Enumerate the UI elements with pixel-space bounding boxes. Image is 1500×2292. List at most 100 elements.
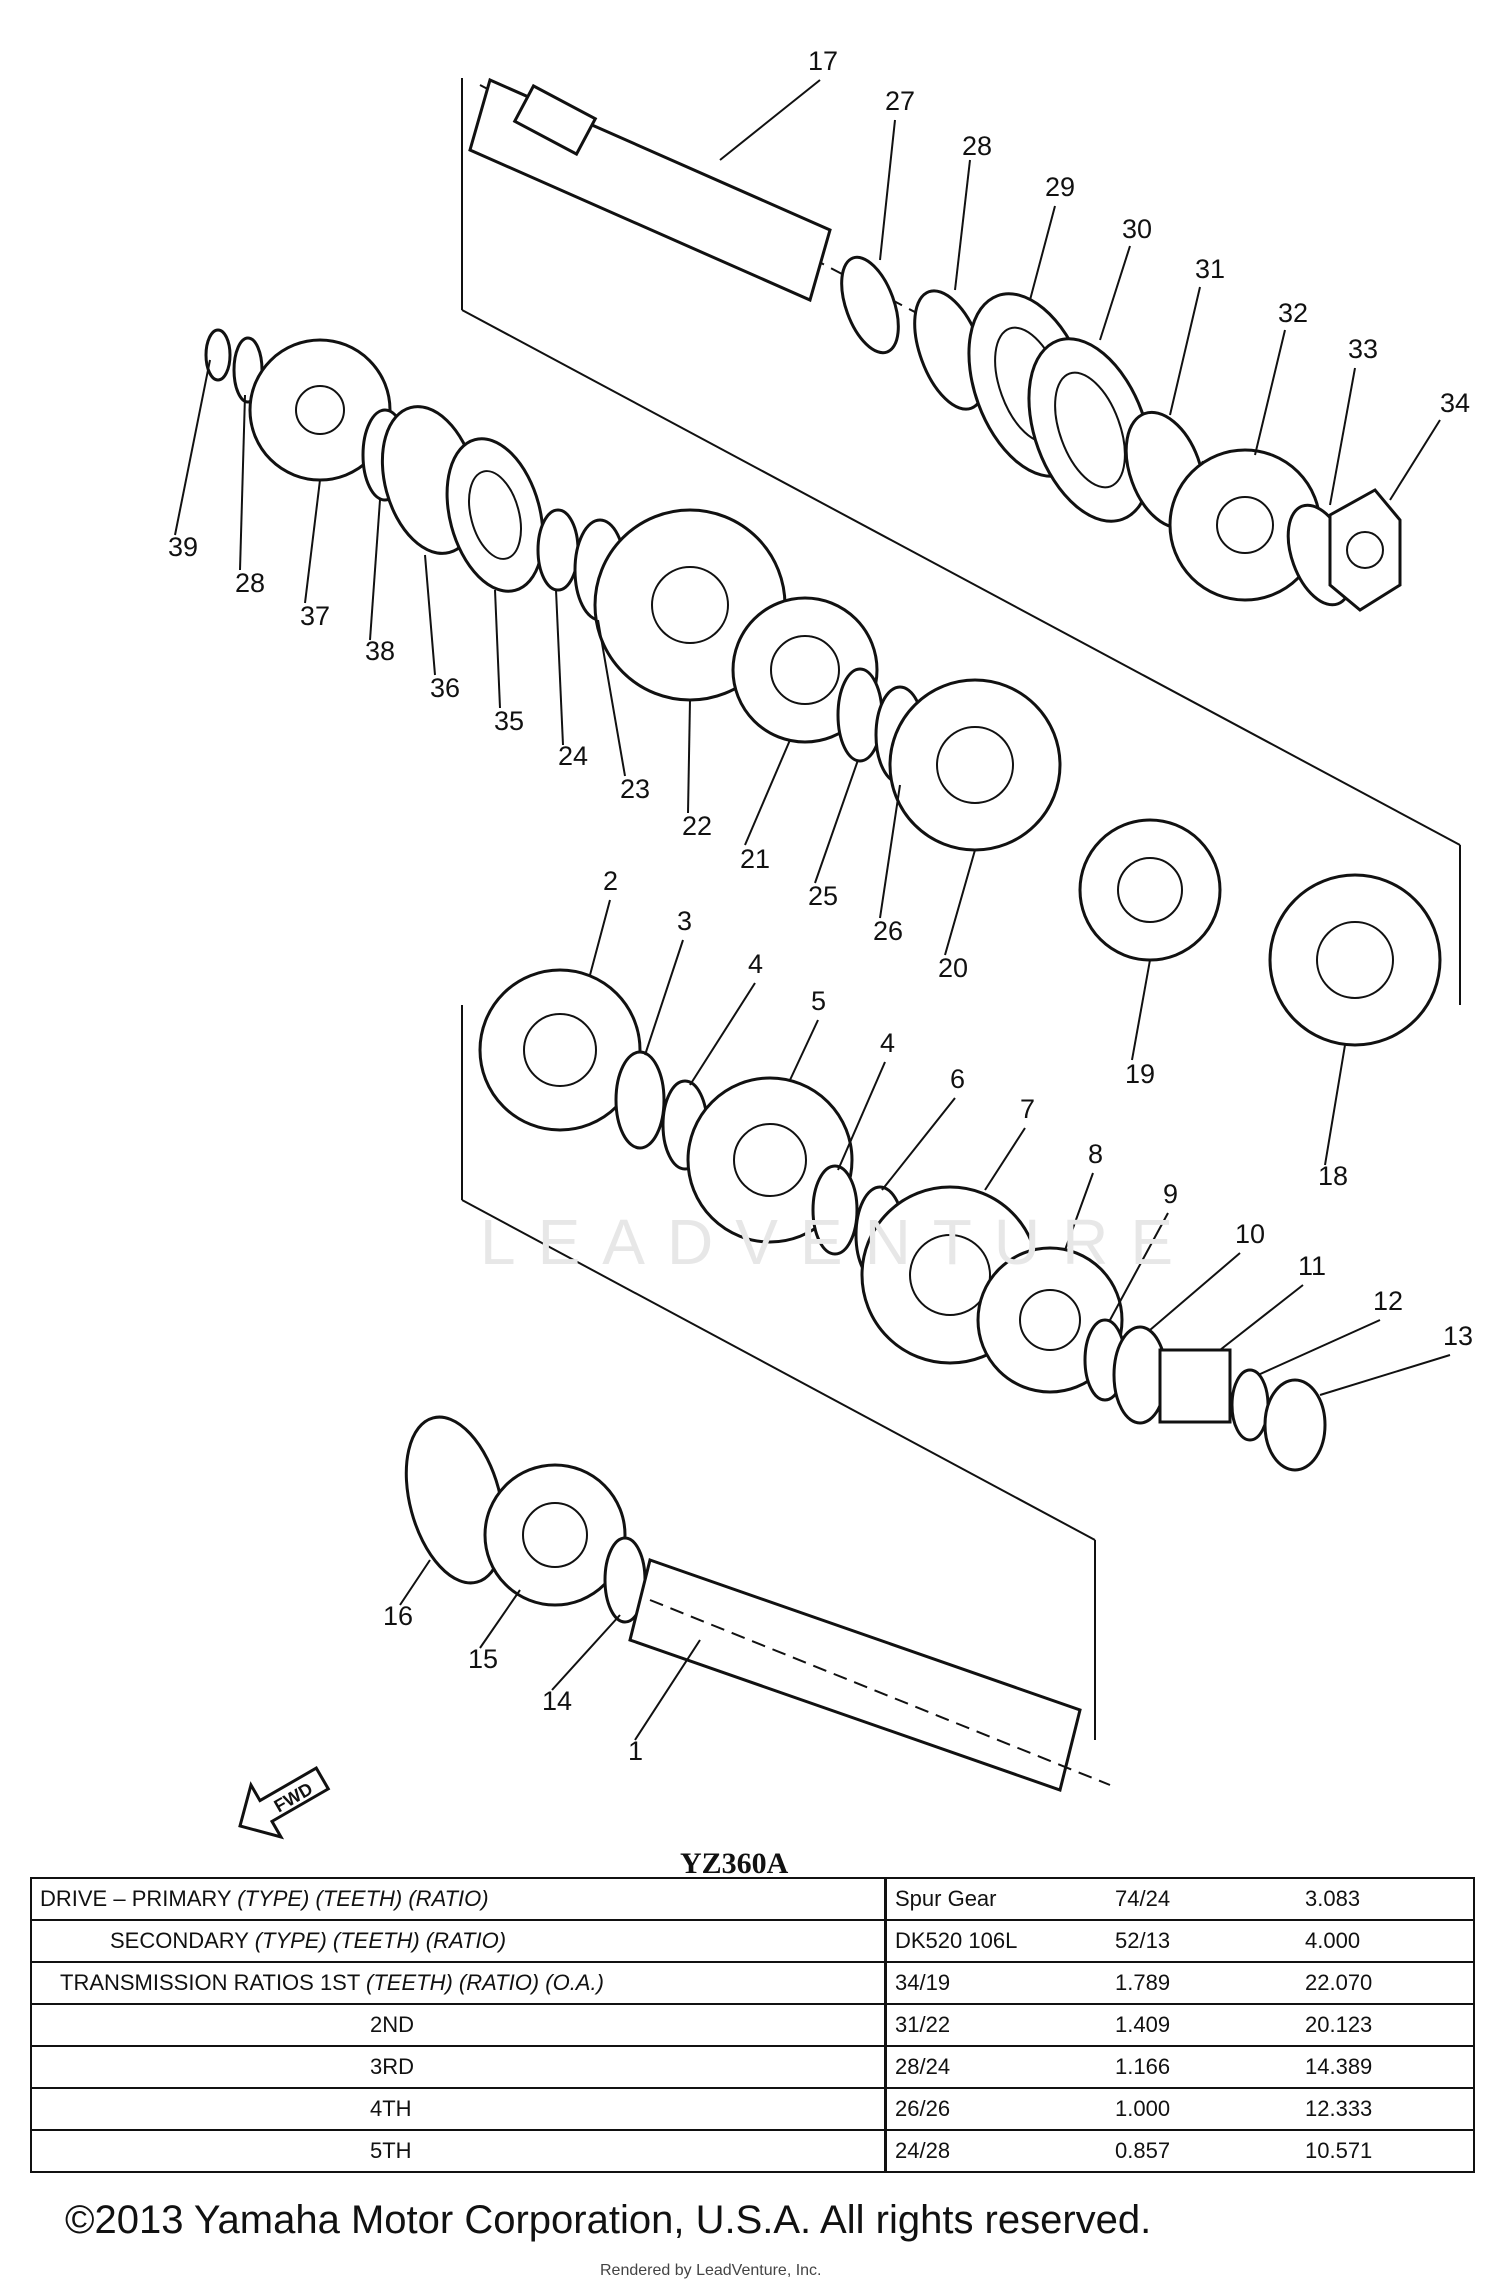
callout-numbers: 1234546789101112131415161718192021222324…: [168, 46, 1473, 1766]
callout-23: 23: [620, 774, 650, 804]
spec-label: 5TH: [30, 2129, 887, 2173]
callout-3: 3: [677, 906, 692, 936]
spec-value-1: 31/22: [895, 2012, 951, 2037]
callout-28: 28: [962, 131, 992, 161]
spec-label: DRIVE – PRIMARY (TYPE) (TEETH) (RATIO): [30, 1877, 887, 1921]
spec-value-1: 28/24: [895, 2054, 951, 2079]
callout-33: 33: [1348, 334, 1378, 364]
callout-18: 18: [1318, 1161, 1348, 1191]
leader-lines: [174, 79, 1451, 1741]
spec-value-1: 26/26: [895, 2096, 951, 2121]
spec-label-main: 4TH: [370, 2096, 412, 2121]
spec-label-main: 2ND: [370, 2012, 415, 2037]
callout-21: 21: [740, 844, 770, 874]
callout-19: 19: [1125, 1059, 1155, 1089]
callout-15: 15: [468, 1644, 498, 1674]
spec-value-2: 0.857: [1115, 2138, 1171, 2163]
callout-1: 1: [628, 1736, 643, 1766]
callout-36: 36: [430, 673, 460, 703]
callout-11: 11: [1298, 1251, 1326, 1281]
spec-row: SECONDARY (TYPE) (TEETH) (RATIO)DK520 10…: [30, 1919, 1475, 1963]
spec-label-main: 3RD: [370, 2054, 415, 2079]
main-axle-gear-row: [478, 968, 1327, 1472]
spec-label-main: TRANSMISSION RATIOS 1ST: [60, 1970, 367, 1995]
callout-6: 6: [950, 1064, 965, 1094]
callout-20: 20: [938, 953, 968, 983]
spec-label-units: (TYPE) (TEETH) (RATIO): [254, 1928, 507, 1953]
callout-2: 2: [603, 866, 618, 896]
watermark: LEADVENTURE: [480, 1206, 1195, 1278]
spec-values: DK520 106L 52/13 4.000: [884, 1919, 1475, 1963]
callout-35: 35: [494, 706, 524, 736]
spec-value-2: 1.000: [1115, 2096, 1171, 2121]
callout-8: 8: [1088, 1139, 1103, 1169]
spec-label: SECONDARY (TYPE) (TEETH) (RATIO): [30, 1919, 887, 1963]
spec-value-3: 10.571: [1305, 2138, 1373, 2163]
spec-label-main: 5TH: [370, 2138, 412, 2163]
spec-values: 24/28 0.857 10.571: [884, 2129, 1475, 2173]
spec-label: 2ND: [30, 2003, 887, 2047]
spec-label-main: DRIVE – PRIMARY: [40, 1886, 238, 1911]
spec-value-3: 3.083: [1305, 1886, 1361, 1911]
spec-values: Spur Gear 74/24 3.083: [884, 1877, 1475, 1921]
copyright: ©2013 Yamaha Motor Corporation, U.S.A. A…: [65, 2198, 1152, 2242]
spec-value-3: 20.123: [1305, 2012, 1373, 2037]
spec-value-3: 14.389: [1305, 2054, 1373, 2079]
model-title: YZ360A: [680, 1847, 789, 1880]
spec-row: 2ND 31/22 1.409 20.123: [30, 2003, 1475, 2047]
spec-label-units: (TYPE) (TEETH) (RATIO): [237, 1886, 489, 1911]
fwd-arrow-icon: FWD: [238, 1766, 331, 1840]
callout-14: 14: [542, 1686, 572, 1716]
callout-28: 28: [235, 568, 265, 598]
spec-row: TRANSMISSION RATIOS 1ST (TEETH) (RATIO) …: [30, 1961, 1475, 2005]
spec-value-2: 52/13: [1115, 1928, 1171, 1953]
counter-axle: [404, 1415, 1111, 1792]
spec-label-units: (TEETH) (RATIO) (O.A.): [366, 1970, 604, 1995]
spec-value-2: 1.409: [1115, 2012, 1171, 2037]
callout-16: 16: [383, 1601, 413, 1631]
callout-25: 25: [808, 881, 838, 911]
callout-9: 9: [1163, 1179, 1178, 1209]
spec-value-3: 4.000: [1305, 1928, 1361, 1953]
callout-29: 29: [1045, 172, 1075, 202]
callout-4: 4: [748, 949, 763, 979]
spec-label: 3RD: [30, 2045, 887, 2089]
callout-5: 5: [811, 986, 826, 1016]
spec-value-1: 24/28: [895, 2138, 951, 2163]
callout-22: 22: [682, 811, 712, 841]
spec-label: TRANSMISSION RATIOS 1ST (TEETH) (RATIO) …: [30, 1961, 887, 2005]
spec-values: 28/24 1.166 14.389: [884, 2045, 1475, 2089]
callout-17: 17: [808, 46, 838, 76]
callout-26: 26: [873, 916, 903, 946]
spec-value-1: DK520 106L: [895, 1928, 1018, 1953]
exploded-transmission-diagram: 1234546789101112131415161718192021222324…: [168, 46, 1473, 1840]
spec-value-3: 12.333: [1305, 2096, 1373, 2121]
callout-13: 13: [1443, 1321, 1473, 1351]
callout-34: 34: [1440, 388, 1470, 418]
spec-value-1: Spur Gear: [895, 1886, 997, 1911]
callout-32: 32: [1278, 298, 1308, 328]
spec-row: DRIVE – PRIMARY (TYPE) (TEETH) (RATIO)Sp…: [30, 1877, 1475, 1921]
spec-value-2: 1.789: [1115, 1970, 1171, 1995]
spec-row: 5TH 24/28 0.857 10.571: [30, 2129, 1475, 2173]
spec-value-2: 74/24: [1115, 1886, 1171, 1911]
spec-label-main: SECONDARY: [110, 1928, 255, 1953]
callout-7: 7: [1020, 1094, 1035, 1124]
spec-value-2: 1.166: [1115, 2054, 1171, 2079]
spec-row: 3RD 28/24 1.166 14.389: [30, 2045, 1475, 2089]
spec-row: 4TH 26/26 1.000 12.333: [30, 2087, 1475, 2131]
counter-axle-upper-parts: [204, 328, 1442, 1047]
callout-12: 12: [1373, 1286, 1403, 1316]
callout-37: 37: [300, 601, 330, 631]
spec-label: 4TH: [30, 2087, 887, 2131]
assembly-outline: [461, 78, 1461, 1740]
drive-axle-parts: [840, 255, 1402, 612]
spec-value-1: 34/19: [895, 1970, 951, 1995]
callout-30: 30: [1122, 214, 1152, 244]
spec-values: 31/22 1.409 20.123: [884, 2003, 1475, 2047]
callout-31: 31: [1195, 254, 1225, 284]
callout-10: 10: [1235, 1219, 1265, 1249]
callout-39: 39: [168, 532, 198, 562]
spec-table: DRIVE – PRIMARY (TYPE) (TEETH) (RATIO)Sp…: [30, 1877, 1475, 2173]
